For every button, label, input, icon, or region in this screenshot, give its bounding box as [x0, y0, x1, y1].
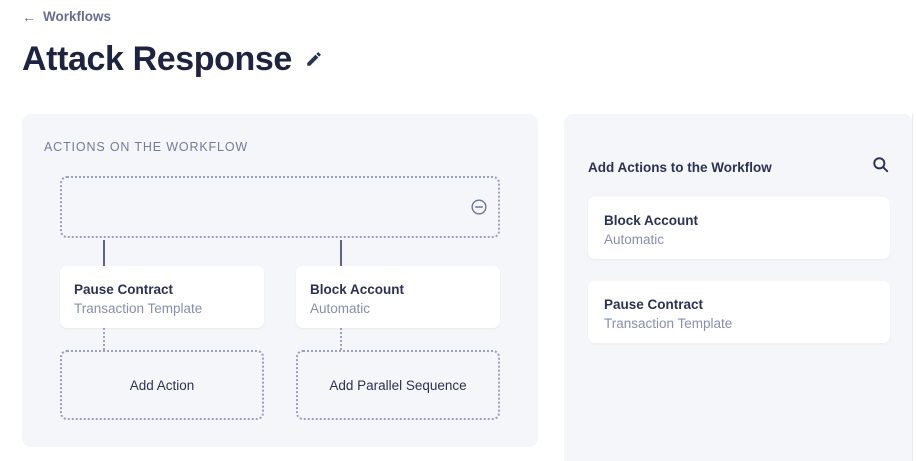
panel-right-edge-divider — [912, 114, 913, 461]
add-parallel-sequence-button[interactable]: Add Parallel Sequence — [296, 350, 500, 420]
page-title: Attack Response — [22, 40, 292, 78]
connector-card-1-to-add-action — [103, 328, 105, 350]
library-item-title: Pause Contract — [604, 297, 704, 312]
breadcrumb-back-workflows[interactable]: ← Workflows — [22, 9, 111, 24]
search-icon[interactable] — [871, 155, 890, 179]
flow-card-subtitle: Automatic — [310, 301, 371, 316]
workflow-dropzone[interactable] — [60, 176, 500, 238]
library-item-block-account[interactable]: Block Account Automatic — [588, 197, 890, 259]
library-item-subtitle: Automatic — [604, 232, 665, 247]
flow-card-subtitle: Transaction Template — [74, 301, 203, 316]
library-item-title: Block Account — [604, 213, 699, 228]
workflow-canvas-panel: ACTIONS ON THE WORKFLOW Pause Contract T… — [22, 114, 538, 447]
flow-card-title: Pause Contract — [74, 282, 174, 297]
add-action-label: Add Action — [129, 377, 195, 393]
arrow-left-icon: ← — [22, 8, 36, 25]
minus-circle-icon[interactable] — [469, 197, 489, 217]
flow-card-block-account[interactable]: Block Account Automatic — [296, 266, 500, 328]
action-library-header: Add Actions to the Workflow — [588, 155, 890, 179]
action-library-title: Add Actions to the Workflow — [588, 159, 772, 175]
connector-dropzone-to-card-1 — [103, 240, 105, 266]
pencil-icon[interactable] — [305, 50, 323, 73]
flow-card-title: Block Account — [310, 282, 405, 297]
breadcrumb-label: Workflows — [43, 9, 112, 24]
library-item-pause-contract[interactable]: Pause Contract Transaction Template — [588, 281, 890, 343]
flow-card-pause-contract[interactable]: Pause Contract Transaction Template — [60, 266, 264, 328]
library-item-subtitle: Transaction Template — [604, 316, 733, 331]
connector-dropzone-to-card-2 — [340, 240, 342, 266]
title-row: Attack Response — [22, 36, 323, 82]
add-action-button[interactable]: Add Action — [60, 350, 264, 420]
action-library-panel: Add Actions to the Workflow Block Accoun… — [564, 114, 913, 461]
section-label-actions-on-workflow: ACTIONS ON THE WORKFLOW — [44, 140, 249, 154]
add-parallel-sequence-label: Add Parallel Sequence — [329, 377, 467, 393]
connector-card-2-to-add-parallel — [340, 328, 342, 350]
